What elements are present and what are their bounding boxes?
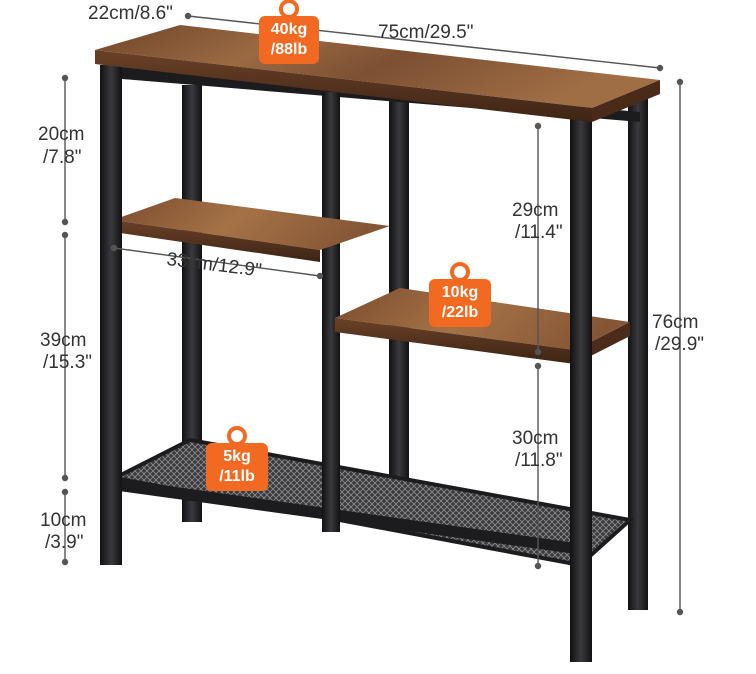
front-middle-leg [322, 92, 340, 532]
right-middle-shelf-edge [335, 318, 575, 364]
top-load-badge-line2: /88lb [270, 41, 308, 58]
middle-gap-label-line1: 39cm [40, 330, 87, 351]
top-gap-label-line1: 20cm [38, 124, 85, 145]
height-label-line2: /29.9" [655, 334, 705, 355]
right-lower-gap-label-line2: /11.8" [515, 450, 563, 471]
weight-icon [429, 262, 491, 327]
bottom-load-badge-line2: /11lb [219, 468, 255, 485]
weight-icon [206, 426, 268, 491]
front-right-leg [570, 110, 592, 662]
tabletop-front-edge [95, 50, 592, 122]
bottom-load-badge-line1: 5kg [223, 448, 251, 465]
right-upper-gap-label-line2: /11.4" [515, 222, 563, 243]
front-left-leg [100, 65, 122, 565]
left-middle-shelf [113, 198, 390, 250]
tabletop-side-edge [592, 80, 660, 122]
floor-gap-label-line1: 10cm [40, 510, 87, 531]
height-label-line1: 76cm [652, 312, 699, 333]
right-upper-gap-label-line1: 29cm [512, 200, 559, 221]
bottom-frame-rail [112, 478, 590, 556]
depth-label: 22cm/8.6" [88, 3, 173, 24]
top-gap-label-line2: /7.8" [43, 147, 82, 168]
tabletop [95, 25, 660, 108]
top-load-badge-line1: 40kg [270, 21, 308, 38]
back-middle-leg [389, 98, 409, 478]
back-right-leg [628, 98, 648, 610]
shelf-load-badge-line1: 10kg [441, 284, 479, 301]
left-middle-shelf-edge [113, 220, 320, 262]
width-label: 75cm/29.5" [378, 22, 474, 43]
floor-gap-label-line2: /3.9" [45, 532, 84, 553]
right-lower-gap-label-line1: 30cm [512, 428, 559, 449]
middle-gap-label-line2: /15.3" [43, 352, 93, 373]
back-left-leg [182, 85, 202, 522]
shelf-load-badge-line2: /22lb [441, 304, 479, 321]
weight-icon [259, 0, 319, 64]
